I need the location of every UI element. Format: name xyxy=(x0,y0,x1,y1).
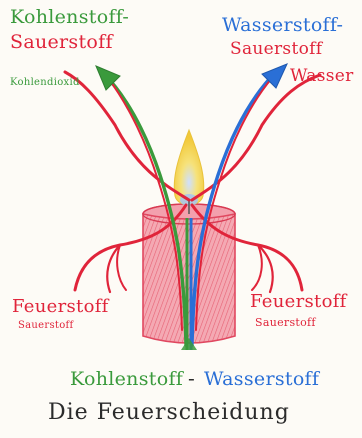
top-left-label-carbon-dioxide: Kohlendioxid xyxy=(10,78,80,88)
top-right-label-hydrogen: Wasserstoff- xyxy=(222,16,343,35)
bottom-left-label-oxygen: Sauerstoff xyxy=(18,321,74,331)
top-right-label-oxygen: Sauerstoff xyxy=(230,41,322,58)
bottom-right-label-oxygen: Sauerstoff xyxy=(255,317,316,328)
diagram-caption: Die Feuerscheidung xyxy=(48,402,290,424)
bottom-label-hydrogen: Wasserstoff xyxy=(204,370,319,389)
bottom-right-label-fire: Feuerstoff xyxy=(250,293,347,311)
bottom-left-label-fire: Feuerstoff xyxy=(12,298,109,316)
candle xyxy=(143,204,235,343)
top-left-label-carbon: Kohlenstoff- xyxy=(10,8,129,27)
top-left-label-oxygen: Sauerstoff xyxy=(10,33,113,52)
top-right-label-water: Wasser xyxy=(290,68,354,85)
bottom-label-dash: - xyxy=(188,368,195,388)
bottom-label-carbon: Kohlenstoff xyxy=(70,370,183,389)
